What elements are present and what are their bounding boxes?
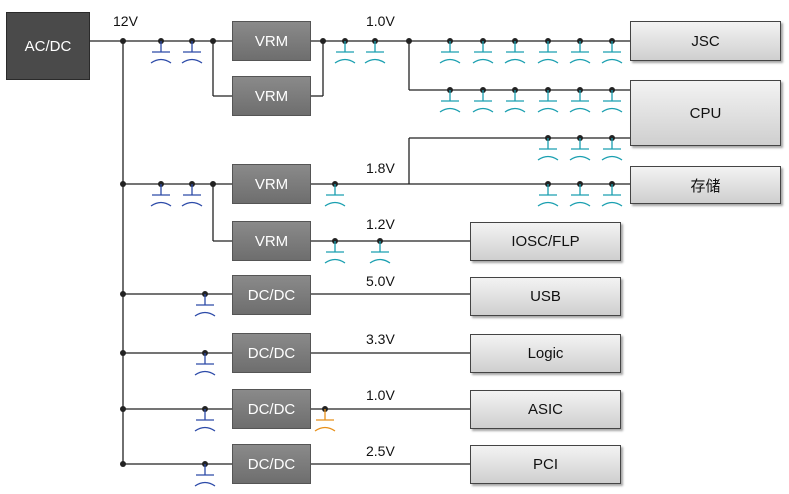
voltage-label-core: 1.0V	[366, 13, 395, 29]
load-label-usb: USB	[530, 288, 561, 305]
capacitor-symbol	[569, 138, 591, 161]
load-label-storage: 存储	[690, 177, 721, 195]
capacitor-symbol	[194, 409, 216, 432]
junction-dot	[406, 38, 412, 44]
vrm-block-4: VRM	[232, 221, 311, 261]
load-asic: ASIC	[470, 390, 621, 429]
capacitor-symbol	[504, 41, 526, 64]
dcdc-label: DC/DC	[247, 344, 296, 362]
dcdc-block-pci: DC/DC	[232, 444, 311, 484]
capacitor-symbol	[601, 184, 623, 207]
capacitor-symbol	[194, 464, 216, 487]
capacitor-symbol	[314, 409, 336, 432]
capacitor-symbol	[601, 138, 623, 161]
load-logic: Logic	[470, 334, 621, 373]
capacitor-symbol	[601, 90, 623, 113]
voltage-label-logic: 3.3V	[366, 331, 395, 347]
dcdc-block-asic: DC/DC	[232, 389, 311, 429]
junction-dot	[120, 38, 126, 44]
bus-voltage-label: 12V	[113, 13, 138, 29]
vrm-block-1: VRM	[232, 21, 311, 61]
junction-dot	[120, 461, 126, 467]
voltage-label-pci: 2.5V	[366, 443, 395, 459]
capacitor-symbol	[194, 294, 216, 317]
load-label-pci: PCI	[532, 456, 558, 473]
load-iosc-flp: IOSC/FLP	[470, 222, 621, 261]
capacitor-symbol	[369, 241, 391, 264]
capacitor-symbol	[439, 41, 461, 64]
junction-dot	[120, 291, 126, 297]
load-usb: USB	[470, 277, 621, 316]
capacitor-symbol	[569, 184, 591, 207]
vrm-block-3: VRM	[232, 164, 311, 204]
load-label-asic: ASIC	[527, 401, 563, 418]
load-label-logic: Logic	[527, 345, 564, 362]
voltage-label-mem: 1.8V	[366, 160, 395, 176]
dcdc-label: DC/DC	[247, 286, 296, 304]
capacitor-symbol	[569, 90, 591, 113]
vrm-label: VRM	[254, 175, 289, 193]
load-label-jsc: JSC	[691, 32, 720, 50]
dcdc-block-usb: DC/DC	[232, 275, 311, 315]
capacitor-symbol	[334, 41, 356, 64]
capacitor-symbol	[150, 41, 172, 64]
capacitor-symbol	[537, 184, 559, 207]
junction-dot	[320, 38, 326, 44]
dcdc-label: DC/DC	[247, 400, 296, 418]
load-pci: PCI	[470, 445, 621, 484]
junction-dot	[210, 38, 216, 44]
capacitor-symbol	[324, 184, 346, 207]
capacitor-symbol	[324, 241, 346, 264]
capacitor-symbol	[569, 41, 591, 64]
capacitor-symbol	[537, 138, 559, 161]
capacitor-symbol	[150, 184, 172, 207]
load-cpu: CPU	[630, 80, 781, 146]
junction-dot	[120, 181, 126, 187]
capacitor-symbol	[601, 41, 623, 64]
capacitor-symbol	[472, 41, 494, 64]
junction-dot	[120, 350, 126, 356]
voltage-label-io: 1.2V	[366, 216, 395, 232]
capacitor-symbol	[537, 90, 559, 113]
capacitor-symbol	[537, 41, 559, 64]
ac-dc-source: AC/DC	[6, 12, 90, 80]
vrm-label: VRM	[254, 232, 289, 250]
voltage-label-usb: 5.0V	[366, 273, 395, 289]
load-label-iosc: IOSC/FLP	[511, 233, 580, 250]
capacitor-symbol	[181, 184, 203, 207]
capacitor-symbol	[364, 41, 386, 64]
junction-dots	[120, 38, 615, 467]
junction-dot	[210, 181, 216, 187]
dcdc-block-logic: DC/DC	[232, 333, 311, 373]
capacitor-symbol	[194, 353, 216, 376]
load-jsc: JSC	[630, 21, 781, 61]
capacitor-symbol	[181, 41, 203, 64]
capacitors	[150, 41, 623, 487]
vrm-label: VRM	[254, 87, 289, 105]
vrm-label: VRM	[254, 32, 289, 50]
capacitor-symbol	[439, 90, 461, 113]
capacitor-symbol	[504, 90, 526, 113]
load-storage: 存储	[630, 166, 781, 204]
capacitor-symbol	[472, 90, 494, 113]
vrm-block-2: VRM	[232, 76, 311, 116]
ac-dc-label: AC/DC	[24, 37, 72, 55]
junction-dot	[120, 406, 126, 412]
dcdc-label: DC/DC	[247, 455, 296, 473]
voltage-label-asic: 1.0V	[366, 387, 395, 403]
load-label-cpu: CPU	[689, 104, 722, 122]
